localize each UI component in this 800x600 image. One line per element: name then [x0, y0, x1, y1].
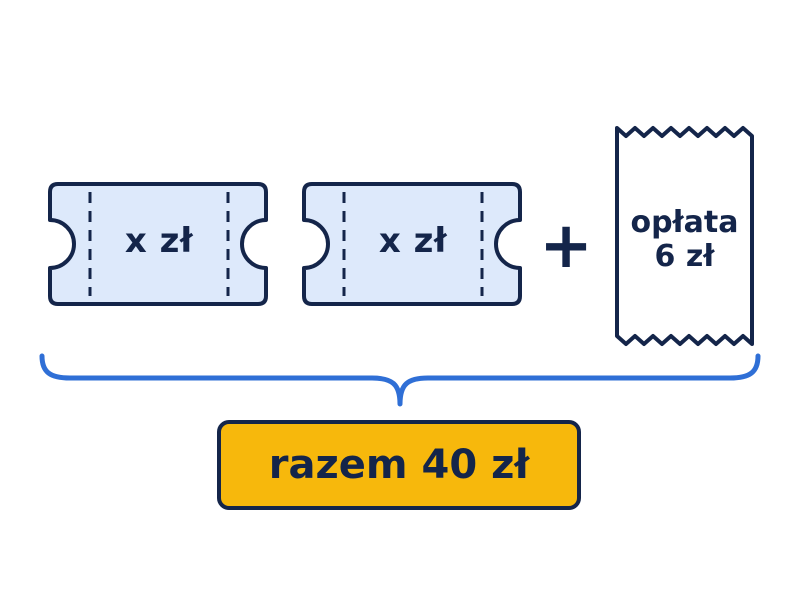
ticket-2-price: x zł — [378, 221, 448, 262]
total-label: razem 40 zł — [268, 442, 530, 488]
receipt-fee-amount: 6 zł — [654, 239, 715, 274]
receipt-label: opłata 6 zł — [617, 190, 752, 290]
ticket-icon — [48, 182, 268, 306]
receipt-fee-label: opłata — [630, 204, 739, 240]
plus-icon: + — [539, 209, 593, 284]
ticket-icon — [302, 182, 522, 306]
total-box: razem 40 zł — [217, 420, 581, 510]
receipt-icon — [615, 126, 754, 346]
ticket-1-price: x zł — [124, 221, 194, 262]
curly-brace-icon — [39, 353, 761, 407]
